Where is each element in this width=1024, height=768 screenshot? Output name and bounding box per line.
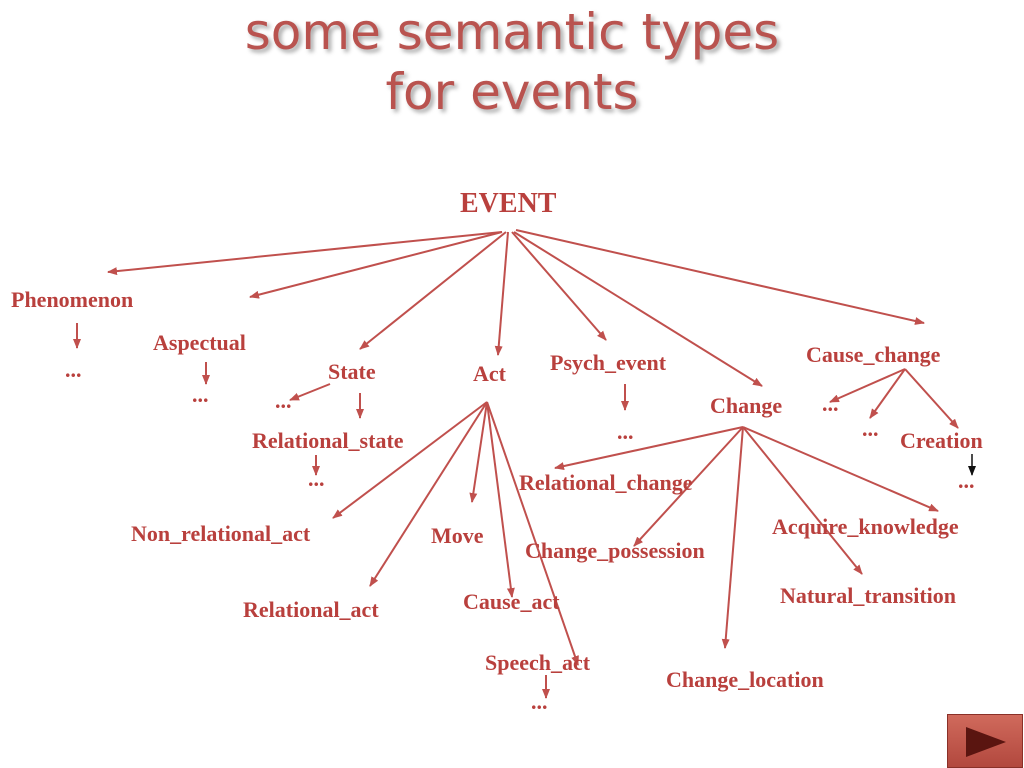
edge-act-move <box>469 401 488 503</box>
node-natural-transition: Natural_transition <box>780 583 956 608</box>
edge-event-phenomenon <box>107 231 503 276</box>
node-change: Change <box>710 393 782 418</box>
node-relational-change: Relational_change <box>519 470 693 495</box>
title-line-1: some semantic types <box>244 3 780 61</box>
edge-event-act <box>494 231 509 356</box>
node-creation: Creation <box>900 428 983 453</box>
node-cause-change: Cause_change <box>806 342 941 367</box>
node-event: EVENT <box>460 188 557 219</box>
title-line-2: for events <box>385 63 639 121</box>
edge-event-cause-change <box>515 229 925 325</box>
play-icon <box>966 727 1006 757</box>
node-aspectual-more: ... <box>192 382 209 407</box>
node-phenomenon: Phenomenon <box>11 287 133 312</box>
node-cause-change-more-2: ... <box>862 416 879 441</box>
edge-act-relational-act <box>369 401 488 587</box>
edge-act-cause-act <box>486 401 515 598</box>
node-change-possession: Change_possession <box>525 538 705 563</box>
edges <box>73 229 976 699</box>
edge-cause-change-more-2 <box>869 368 906 419</box>
nodes: EVENT Phenomenon ... Aspectual ... State… <box>11 188 983 714</box>
edge-cause-change-creation <box>904 368 959 429</box>
node-aspectual: Aspectual <box>153 330 246 355</box>
edge-event-psych-event <box>511 231 607 341</box>
node-relational-state-more: ... <box>308 466 325 491</box>
node-speech-act: Speech_act <box>485 650 591 675</box>
node-state-more: ... <box>275 388 292 413</box>
edge-act-non-relational-act <box>332 401 488 519</box>
edge-act-speech-act <box>486 401 579 666</box>
edge-event-aspectual <box>249 231 503 299</box>
edge-event-state <box>359 231 507 350</box>
node-psych-event: Psych_event <box>550 350 667 375</box>
node-psych-event-more: ... <box>617 419 634 444</box>
node-change-location: Change_location <box>666 667 824 692</box>
node-cause-act: Cause_act <box>463 589 560 614</box>
node-speech-act-more: ... <box>531 689 548 714</box>
node-acquire-knowledge: Acquire_knowledge <box>772 514 959 539</box>
slide-title: some semantic types for events <box>0 2 1024 122</box>
edge-change-natural-transition <box>742 426 863 575</box>
edge-cause-change-more-1 <box>829 368 906 403</box>
node-relational-state: Relational_state <box>252 428 404 453</box>
edge-change-acquire-knowledge <box>742 426 939 512</box>
edge-change-change-possession <box>633 426 744 547</box>
next-slide-button[interactable] <box>947 714 1023 768</box>
edge-change-relational-change <box>554 426 744 470</box>
edge-change-change-location <box>721 426 744 649</box>
node-move: Move <box>431 523 484 548</box>
node-phenomenon-more: ... <box>65 357 82 382</box>
edge-event-change <box>513 231 763 387</box>
node-state: State <box>328 359 376 384</box>
node-creation-more: ... <box>958 468 975 493</box>
node-cause-change-more-1: ... <box>822 391 839 416</box>
node-relational-act: Relational_act <box>243 597 379 622</box>
edge-state-more <box>289 383 331 401</box>
node-act: Act <box>473 361 507 386</box>
node-non-relational-act: Non_relational_act <box>131 521 311 546</box>
